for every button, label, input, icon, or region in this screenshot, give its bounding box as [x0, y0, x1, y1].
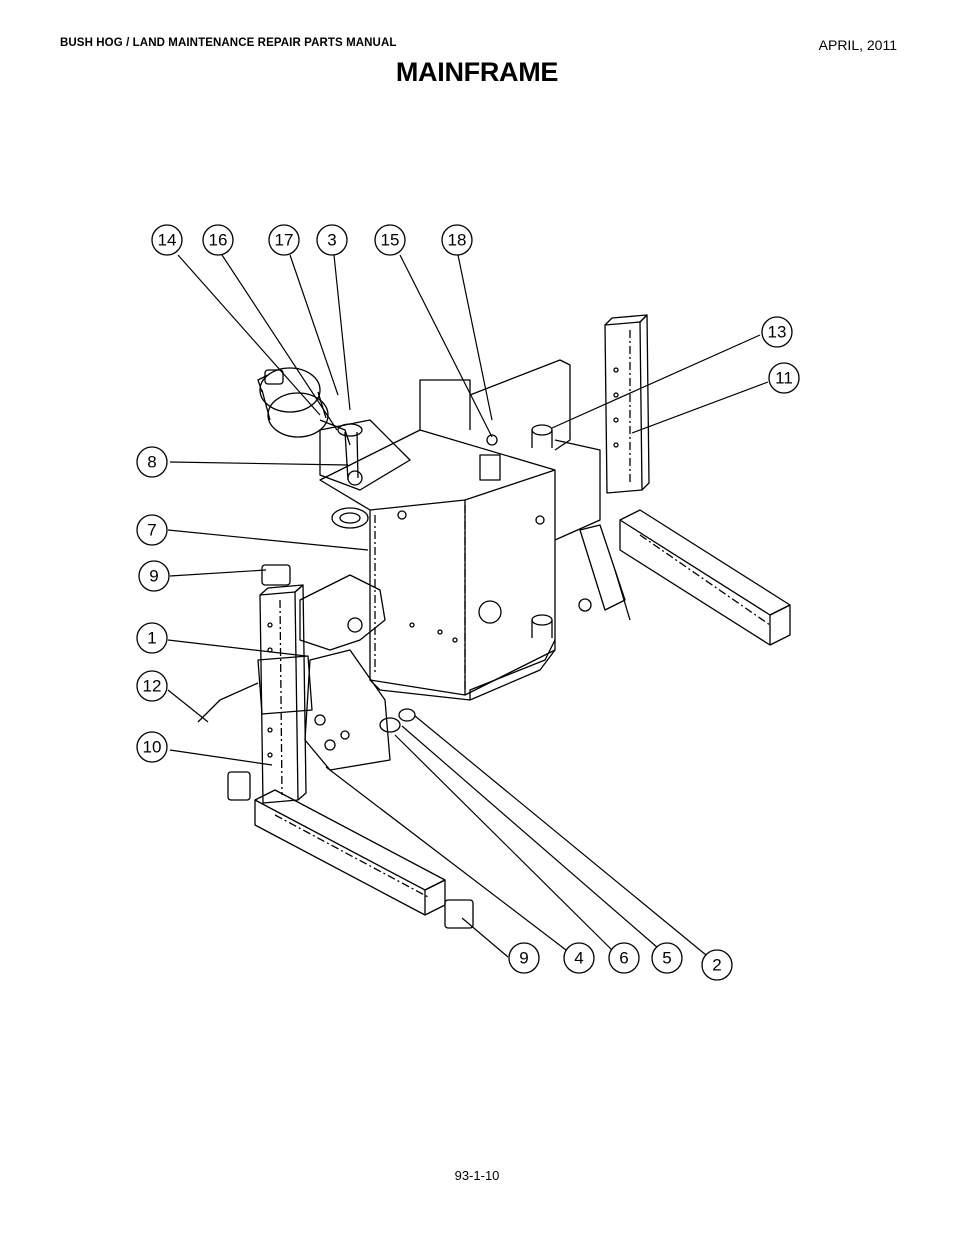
callout-label: 14	[158, 231, 177, 250]
callout-label: 15	[381, 231, 400, 250]
leader-lines	[167, 254, 769, 958]
right-upright-tube	[604, 314, 650, 494]
manual-title: BUSH HOG / LAND MAINTENANCE REPAIR PARTS…	[60, 37, 397, 49]
callout-10	[136, 731, 168, 763]
callout-3	[316, 224, 348, 256]
callout-label: 13	[768, 323, 787, 342]
callout-1	[136, 622, 168, 654]
callout-label: 2	[712, 956, 721, 975]
callout-9-lower	[508, 942, 540, 974]
callout-label: 6	[619, 949, 628, 968]
callout-5	[651, 942, 683, 974]
callout-label: 1	[147, 629, 156, 648]
left-lower-tube	[254, 789, 446, 916]
callout-2	[701, 949, 733, 981]
callout-13	[761, 316, 793, 348]
bushings	[379, 708, 416, 733]
callout-18	[441, 224, 473, 256]
callout-7	[136, 514, 168, 546]
callout-11	[768, 362, 800, 394]
callout-label: 10	[143, 738, 162, 757]
hydraulic-motor	[257, 367, 351, 446]
callout-14	[151, 224, 183, 256]
left-upright-tube	[257, 584, 313, 804]
callout-15	[374, 224, 406, 256]
mount-plate	[319, 419, 411, 491]
page-title: MAINFRAME	[395, 57, 559, 87]
callout-label: 17	[275, 231, 294, 250]
callout-17	[268, 224, 300, 256]
callout-label: 12	[143, 677, 162, 696]
callout-label: 4	[574, 949, 583, 968]
mainframe-body	[319, 359, 601, 701]
callout-6	[608, 942, 640, 974]
hitch-link	[531, 424, 631, 638]
callout-12	[136, 670, 168, 702]
callout-label: 8	[147, 453, 156, 472]
callout-label: 7	[147, 521, 156, 540]
callout-label: 11	[775, 369, 793, 388]
callout-label: 3	[327, 231, 336, 250]
callout-9-upper	[138, 560, 170, 592]
right-lower-tube	[619, 509, 791, 646]
page-number: 93-1-10	[454, 1168, 500, 1183]
callout-label: 9	[149, 567, 158, 586]
callout-label: 5	[662, 949, 671, 968]
handle-rod	[197, 682, 259, 723]
callout-label: 18	[448, 231, 467, 250]
side-plate	[299, 574, 391, 771]
callout-label: 16	[209, 231, 228, 250]
callout-4	[563, 942, 595, 974]
manual-date: APRIL, 2011	[818, 37, 897, 53]
end-caps	[227, 564, 474, 929]
callout-label: 9	[519, 949, 528, 968]
callout-8	[136, 446, 168, 478]
callout-16	[202, 224, 234, 256]
